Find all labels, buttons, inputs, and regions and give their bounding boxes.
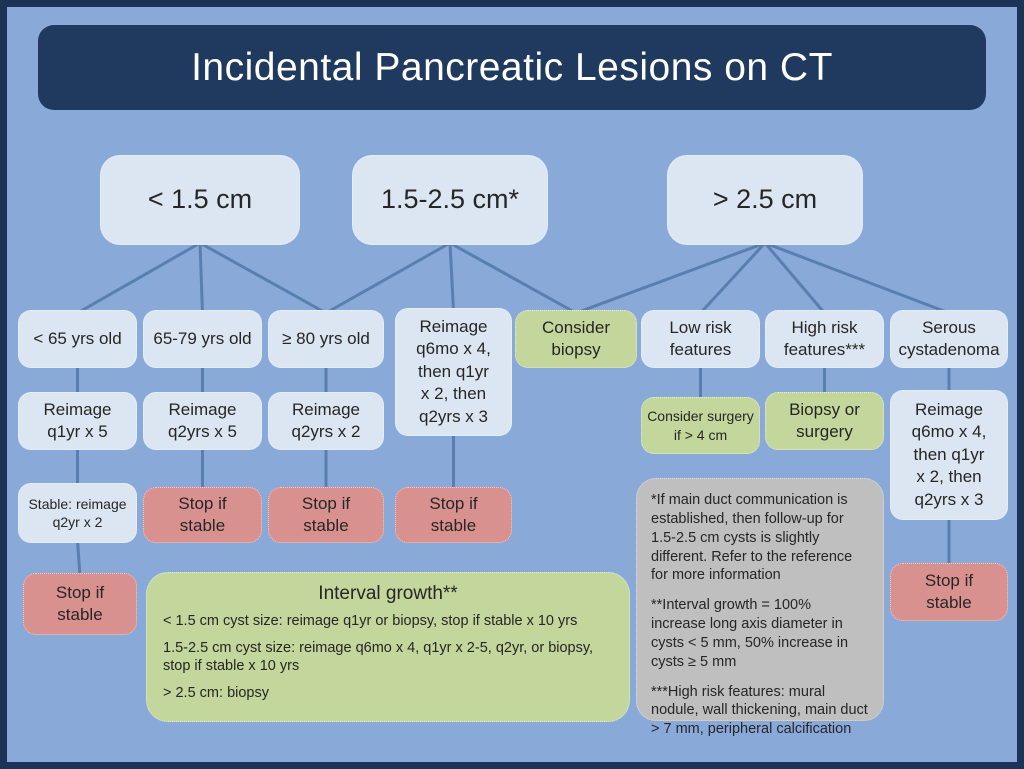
node-stop-if-stable: Stop if stable — [143, 487, 262, 543]
node-size-1-5-to-2-5cm: 1.5-2.5 cm* — [352, 155, 548, 245]
node-stop-if-stable: Stop if stable — [890, 563, 1008, 621]
node-reimage-q2yrs-x2: Reimage q2yrs x 2 — [268, 392, 384, 450]
node-reimage-q1yr-x5: Reimage q1yr x 5 — [18, 392, 137, 450]
interval-growth-rule: > 2.5 cm: biopsy — [163, 684, 269, 701]
node-size-under-1-5cm: < 1.5 cm — [100, 155, 300, 245]
interval-growth-rule: 1.5-2.5 cm cyst size: reimage q6mo x 4, … — [163, 639, 594, 675]
node-stop-if-stable: Stop if stable — [268, 487, 384, 543]
node-mid-reimage-schedule: Reimage q6mo x 4, then q1yr x 2, then q2… — [395, 308, 512, 436]
node-consider-surgery-over-4cm: Consider surgery if > 4 cm — [641, 397, 760, 454]
node-stable-reimage-q2yr-x2: Stable: reimage q2yr x 2 — [18, 483, 137, 543]
interval-growth-rule: < 1.5 cm cyst size: reimage q1yr or biop… — [163, 613, 578, 629]
node-size-over-2-5cm: > 2.5 cm — [667, 155, 863, 245]
node-consider-biopsy: Consider biopsy — [515, 310, 637, 368]
footnotes-panel: *If main duct communication is establish… — [636, 478, 884, 737]
node-serous-reimage-schedule: Reimage q6mo x 4, then q1yr x 2, then q2… — [890, 390, 1008, 520]
node-high-risk-features: High risk features*** — [765, 310, 884, 368]
node-stop-if-stable: Stop if stable — [395, 487, 512, 543]
node-age-80-plus: ≥ 80 yrs old — [268, 310, 384, 368]
node-biopsy-or-surgery: Biopsy or surgery — [765, 392, 884, 450]
node-serous-cystadenoma: Serous cystadenoma — [890, 310, 1008, 368]
footnote-high-risk: ***High risk features: mural nodule, wal… — [651, 683, 868, 738]
node-age-under-65: < 65 yrs old — [18, 310, 137, 368]
footnote-interval-growth: **Interval growth = 100% increase long a… — [651, 597, 849, 670]
page-title: Incidental Pancreatic Lesions on CT — [38, 25, 986, 110]
interval-growth-panel: Interval growth** < 1.5 cm cyst size: re… — [146, 572, 630, 722]
node-age-65-to-79: 65-79 yrs old — [143, 310, 262, 368]
node-reimage-q2yrs-x5: Reimage q2yrs x 5 — [143, 392, 262, 450]
node-stop-if-stable: Stop if stable — [23, 573, 137, 635]
interval-growth-title: Interval growth** — [318, 583, 458, 604]
node-low-risk-features: Low risk features — [641, 310, 760, 368]
footnote-main-duct: *If main duct communication is establish… — [651, 492, 853, 584]
